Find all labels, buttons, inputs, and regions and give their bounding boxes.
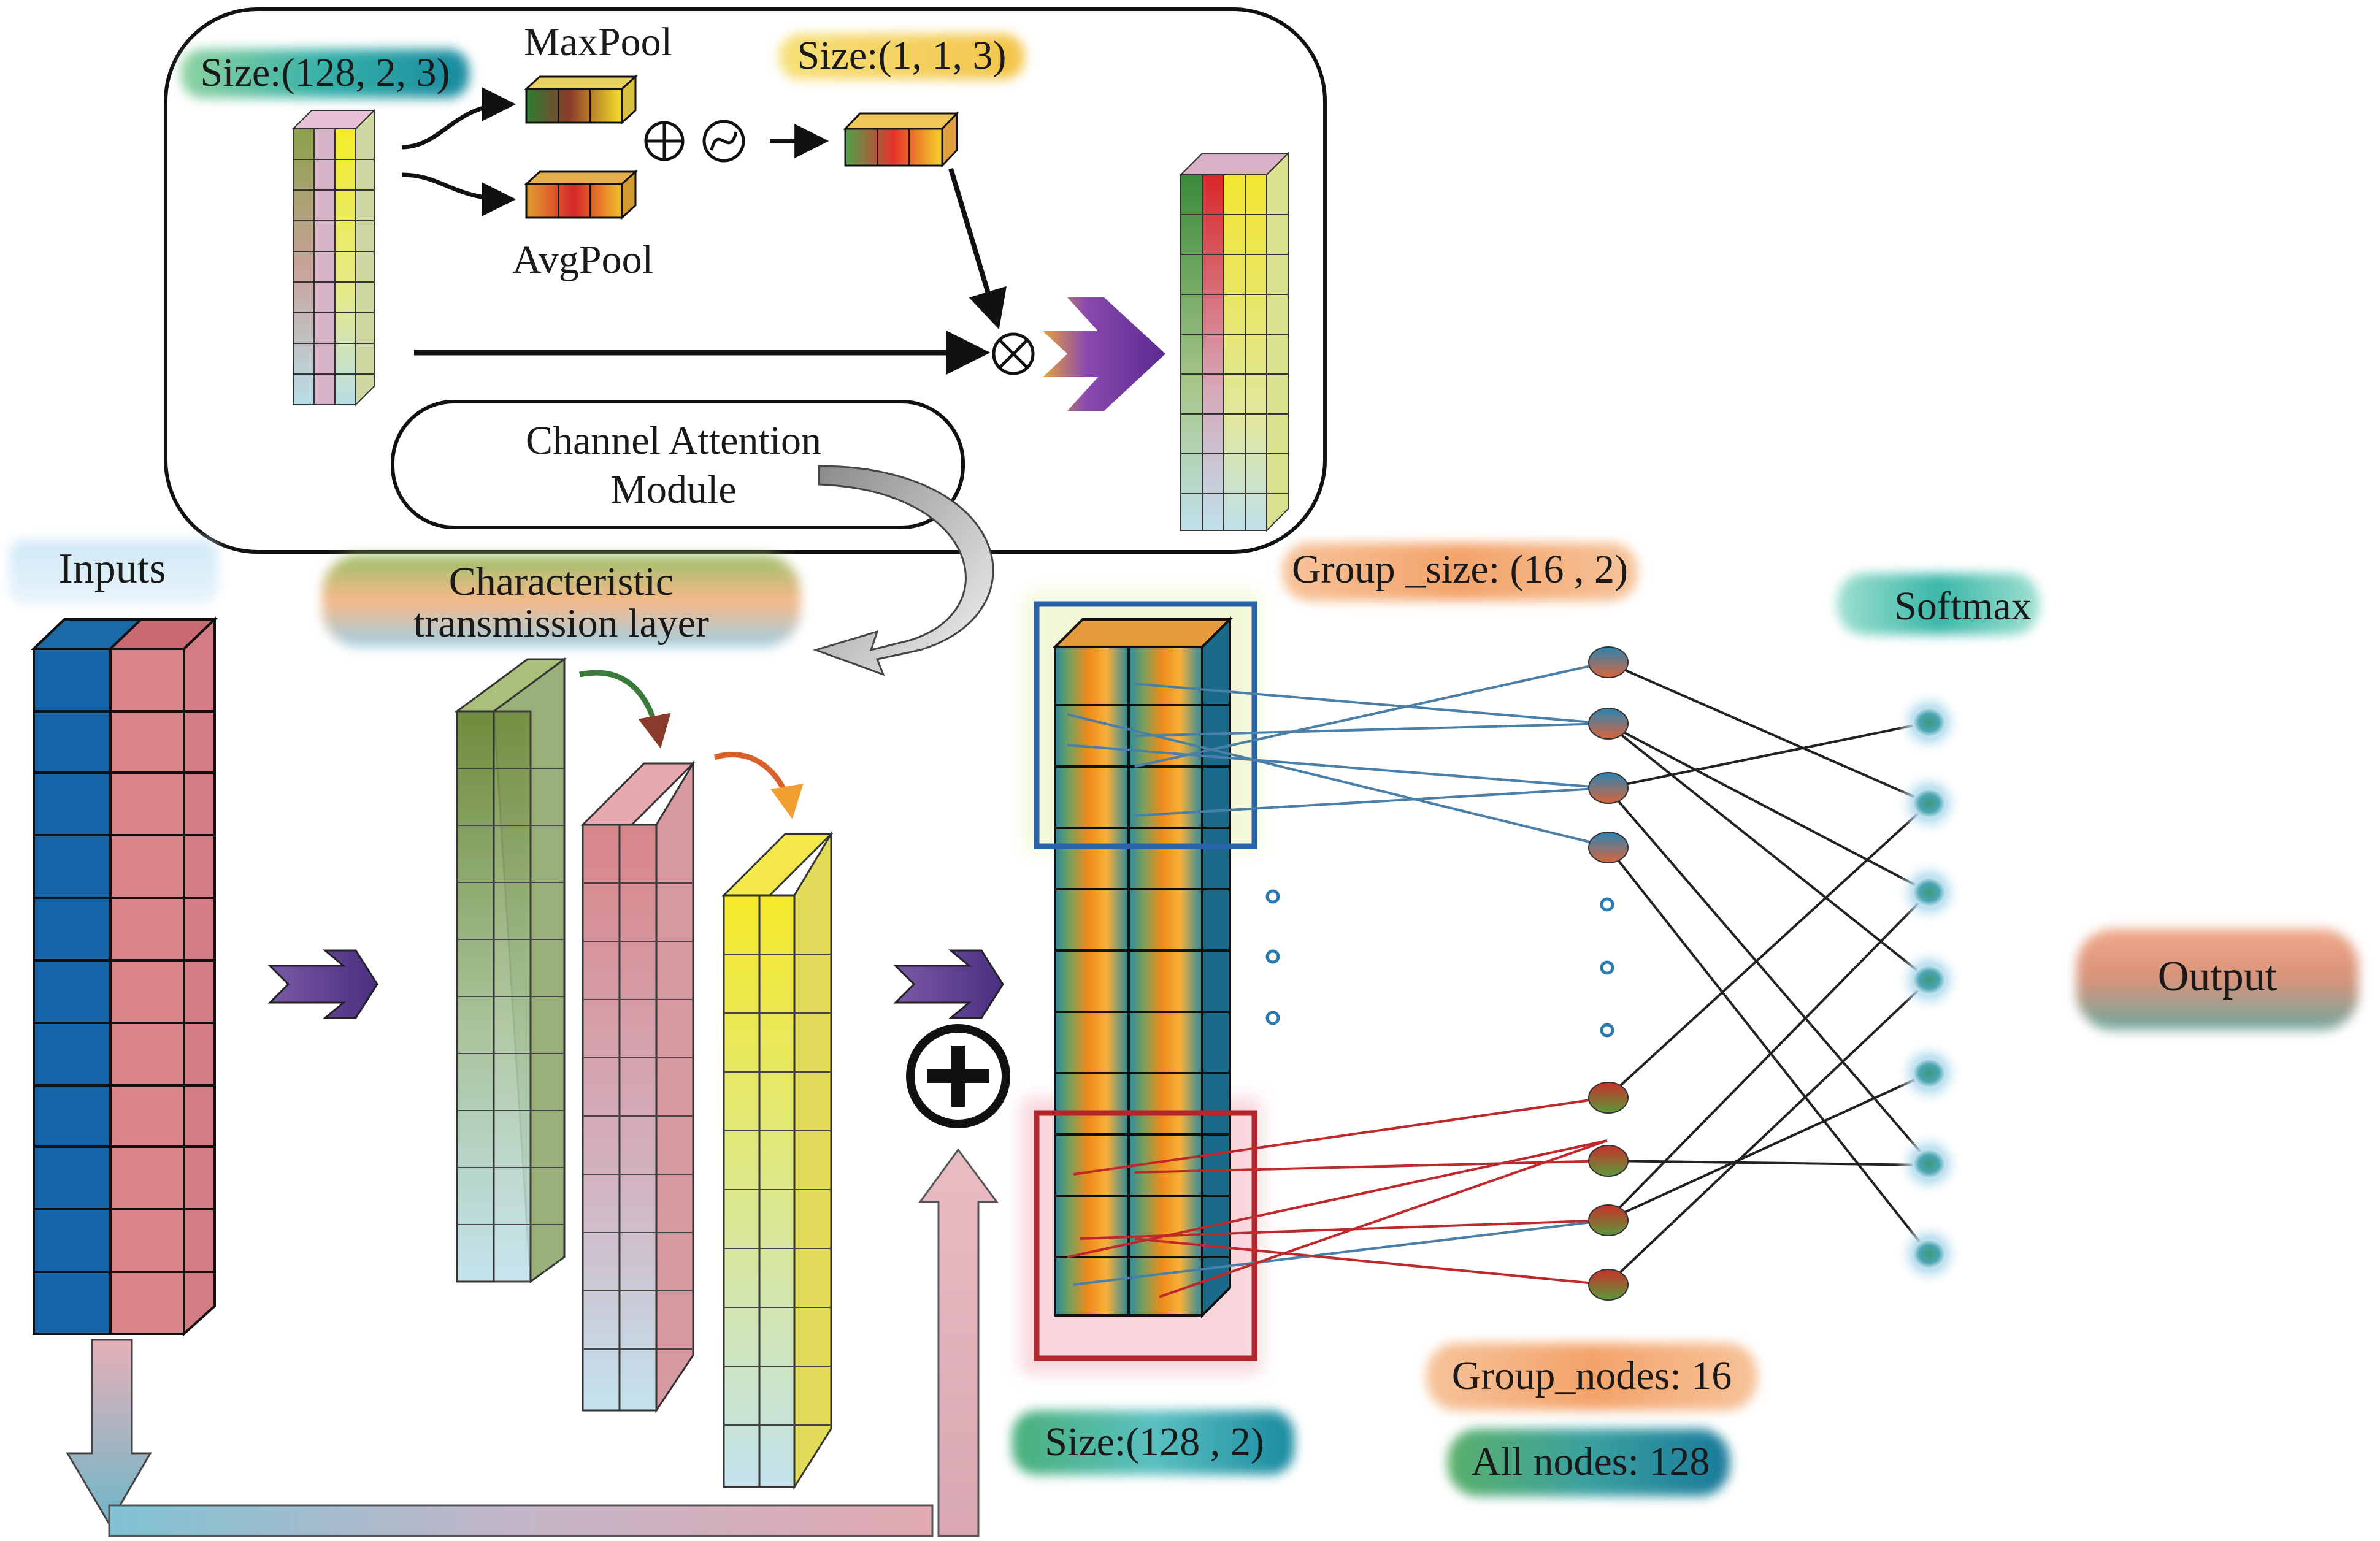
group-nodes-text: Group_nodes: 16 — [1452, 1353, 1732, 1398]
softmax-node — [1913, 1239, 1946, 1269]
group-nodes-label: Group_nodes: 16 — [1426, 1343, 1757, 1410]
group-box-top — [1034, 601, 1257, 849]
red-connections — [1067, 1096, 1608, 1298]
to-maxpool-arrow — [401, 87, 516, 150]
pink-to-yellow-arrow — [713, 752, 804, 819]
group-node — [1588, 646, 1629, 678]
maxpool-label: MaxPool — [524, 20, 672, 64]
group-node — [1588, 772, 1629, 804]
softmax-node — [1913, 708, 1946, 737]
feature-size-text: Size:(128 , 2) — [1045, 1420, 1264, 1464]
module-title-line1: Channel Attention — [526, 418, 821, 463]
green-to-pink-arrow — [579, 670, 671, 749]
avgpool-label: AvgPool — [512, 237, 653, 282]
residual-skip-connection — [66, 1148, 999, 1537]
residual-add-icon — [906, 1024, 1010, 1128]
skip-down-arrow — [66, 1339, 152, 1526]
attention-module-frame — [164, 7, 1327, 554]
inputs-to-transmission-arrow — [267, 949, 378, 1019]
inputs-label: Inputs — [9, 540, 218, 604]
group-nodes — [1588, 646, 1629, 1301]
attention-weight-arrow — [948, 167, 1007, 330]
pooled-size-label: Size:(1, 1, 3) — [779, 33, 1024, 80]
input-size-text: Size:(128, 2, 3) — [201, 50, 450, 95]
group-node — [1588, 1145, 1629, 1177]
sigmoid-icon — [702, 120, 745, 163]
module-title-line2: Module — [610, 467, 736, 512]
softmax-node — [1913, 789, 1946, 818]
transmission-column-pink — [580, 760, 696, 1413]
feature-ellipsis — [1265, 889, 1280, 1025]
feature-tensor — [1021, 592, 1280, 1374]
pooled-size-text: Size:(1, 1, 3) — [797, 33, 1007, 78]
skip-up-arrow — [918, 1148, 999, 1537]
group-node — [1588, 1269, 1629, 1301]
all-nodes-label: All nodes: 128 — [1448, 1429, 1730, 1496]
multiply-operator-icon — [992, 332, 1035, 375]
attention-output-arrow — [1043, 297, 1165, 411]
group-size-label: Group _size: (16 , 2) — [1282, 543, 1638, 601]
softmax-node — [1913, 965, 1946, 995]
attention-output-tensor — [1179, 151, 1290, 532]
group-node — [1588, 832, 1629, 863]
output-label: Output — [2076, 929, 2359, 1030]
pooled-output-block — [843, 111, 959, 168]
to-avgpool-arrow — [401, 172, 516, 216]
avgpool-block — [524, 169, 638, 220]
add-operator-icon — [644, 121, 685, 161]
transmission-label: Characteristic transmission layer — [322, 555, 800, 647]
inputs-tensor — [31, 616, 218, 1337]
softmax-nodes — [1895, 689, 1963, 1288]
transmission-column-green — [454, 657, 567, 1283]
input-size-label: Size:(128, 2, 3) — [181, 49, 469, 98]
group-node — [1588, 1204, 1629, 1236]
softmax-label: Softmax — [1837, 573, 2040, 635]
softmax-node — [1913, 1149, 1946, 1179]
channel-attention-module: Size:(128, 2, 3) MaxPoo — [164, 7, 1327, 554]
attention-input-tensor — [291, 109, 376, 407]
group-size-text: Group _size: (16 , 2) — [1292, 547, 1628, 592]
output-text: Output — [2158, 953, 2278, 1000]
group-node — [1588, 708, 1629, 740]
group-node — [1588, 1082, 1629, 1114]
module-title-box — [391, 400, 965, 529]
transmission-column-yellow — [721, 830, 834, 1491]
module-link-arrow — [813, 465, 994, 676]
group-node-ellipsis — [1600, 897, 1614, 1038]
group-box-bottom — [1034, 1110, 1257, 1361]
transmission-to-features-arrow — [893, 949, 1004, 1019]
skip-horizontal-bar — [108, 1504, 934, 1537]
all-nodes-text: All nodes: 128 — [1472, 1439, 1710, 1484]
transmission-line2: transmission layer — [413, 601, 709, 646]
softmax-node — [1913, 1058, 1946, 1088]
blue-connections — [1067, 661, 1608, 1286]
maxpool-block — [524, 74, 638, 125]
softmax-text: Softmax — [1894, 584, 2032, 629]
transmission-line1: Characteristic — [449, 559, 674, 604]
inputs-text: Inputs — [59, 545, 166, 592]
softmax-node — [1913, 878, 1946, 907]
hidden-to-softmax-connections — [1606, 661, 1930, 1286]
feature-size-label: Size:(128 , 2) — [1012, 1410, 1294, 1475]
